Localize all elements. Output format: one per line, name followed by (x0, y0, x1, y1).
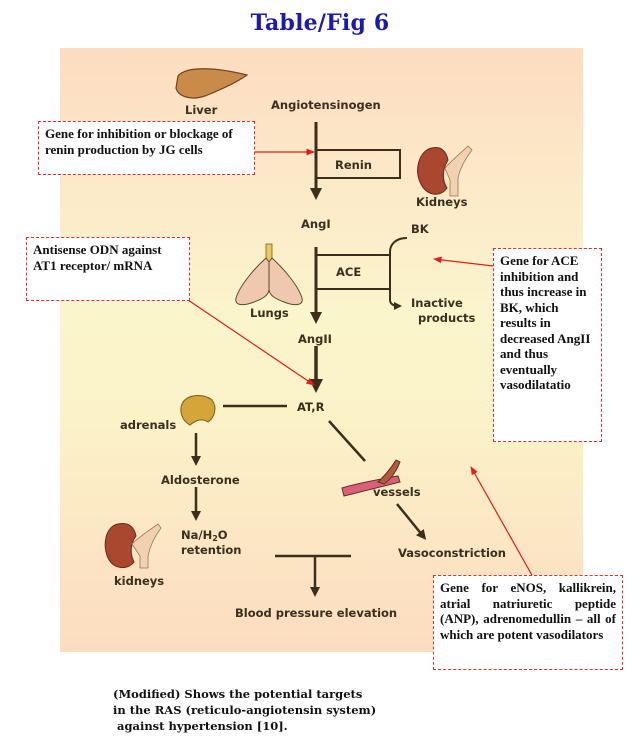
organ-label-kidneys: Kidneys (416, 195, 468, 209)
figure-caption: (Modified) Shows the potential targets i… (113, 687, 377, 733)
label-angiotensinogen: Angiotensinogen (271, 98, 381, 112)
annotation-vasodilator-genes: Gene for eNOS, kallikrein, atrial natriu… (433, 575, 623, 670)
liver-icon (175, 68, 249, 99)
adrenal-icon (180, 395, 216, 426)
label-inactive: Inactive (411, 296, 463, 310)
kidney-icon (417, 145, 473, 197)
renin-box (316, 149, 401, 179)
kidney-bottom-icon (104, 523, 162, 569)
annotation-antisense-odn: Antisense ODN against AT1 receptor/ mRNA (26, 237, 190, 301)
arrow-vessels-to-vasoconstriction (396, 503, 427, 540)
lungs-icon (235, 243, 303, 306)
label-receptor: AT,R (297, 400, 325, 414)
annotation-arrow-ace (433, 256, 494, 267)
receptor-vessels-link (328, 420, 366, 462)
annotation-arrow-vasodilators (470, 466, 534, 578)
organ-label-lungs: Lungs (250, 306, 289, 320)
label-ace: ACE (336, 265, 362, 279)
label-bp-elevation: Blood pressure elevation (235, 606, 398, 620)
annotation-arrow-antisense (187, 299, 315, 386)
label-aldosterone: Aldosterone (161, 473, 240, 487)
organ-label-vessels: vessels (373, 485, 421, 499)
retention-subscript: 2 (212, 534, 218, 543)
retention-prefix: Na/H (181, 528, 213, 542)
label-na-h2o: Na/H2O (181, 528, 228, 543)
figure-title: Table/Fig 6 (250, 10, 390, 36)
vessel-icon (341, 459, 401, 497)
organ-label-adrenals: adrenals (120, 418, 177, 432)
label-bk: BK (411, 222, 429, 236)
label-angii: AngII (298, 332, 332, 346)
label-angi: AngI (301, 217, 331, 231)
label-renin: Renin (335, 158, 372, 172)
annotation-ace-gene: Gene for ACE inhibition and thus increas… (493, 248, 602, 442)
label-vasoconstriction: Vasoconstriction (398, 546, 506, 560)
annotation-renin-gene: Gene for inhibition or blockage of renin… (38, 121, 255, 175)
retention-suffix: O (217, 528, 228, 542)
label-products: products (418, 311, 476, 325)
organ-label-kidneys-bottom: kidneys (114, 574, 165, 588)
organ-label-liver: Liver (185, 103, 218, 117)
label-retention: retention (181, 543, 242, 557)
bk-to-inactive-arrow (389, 237, 408, 310)
